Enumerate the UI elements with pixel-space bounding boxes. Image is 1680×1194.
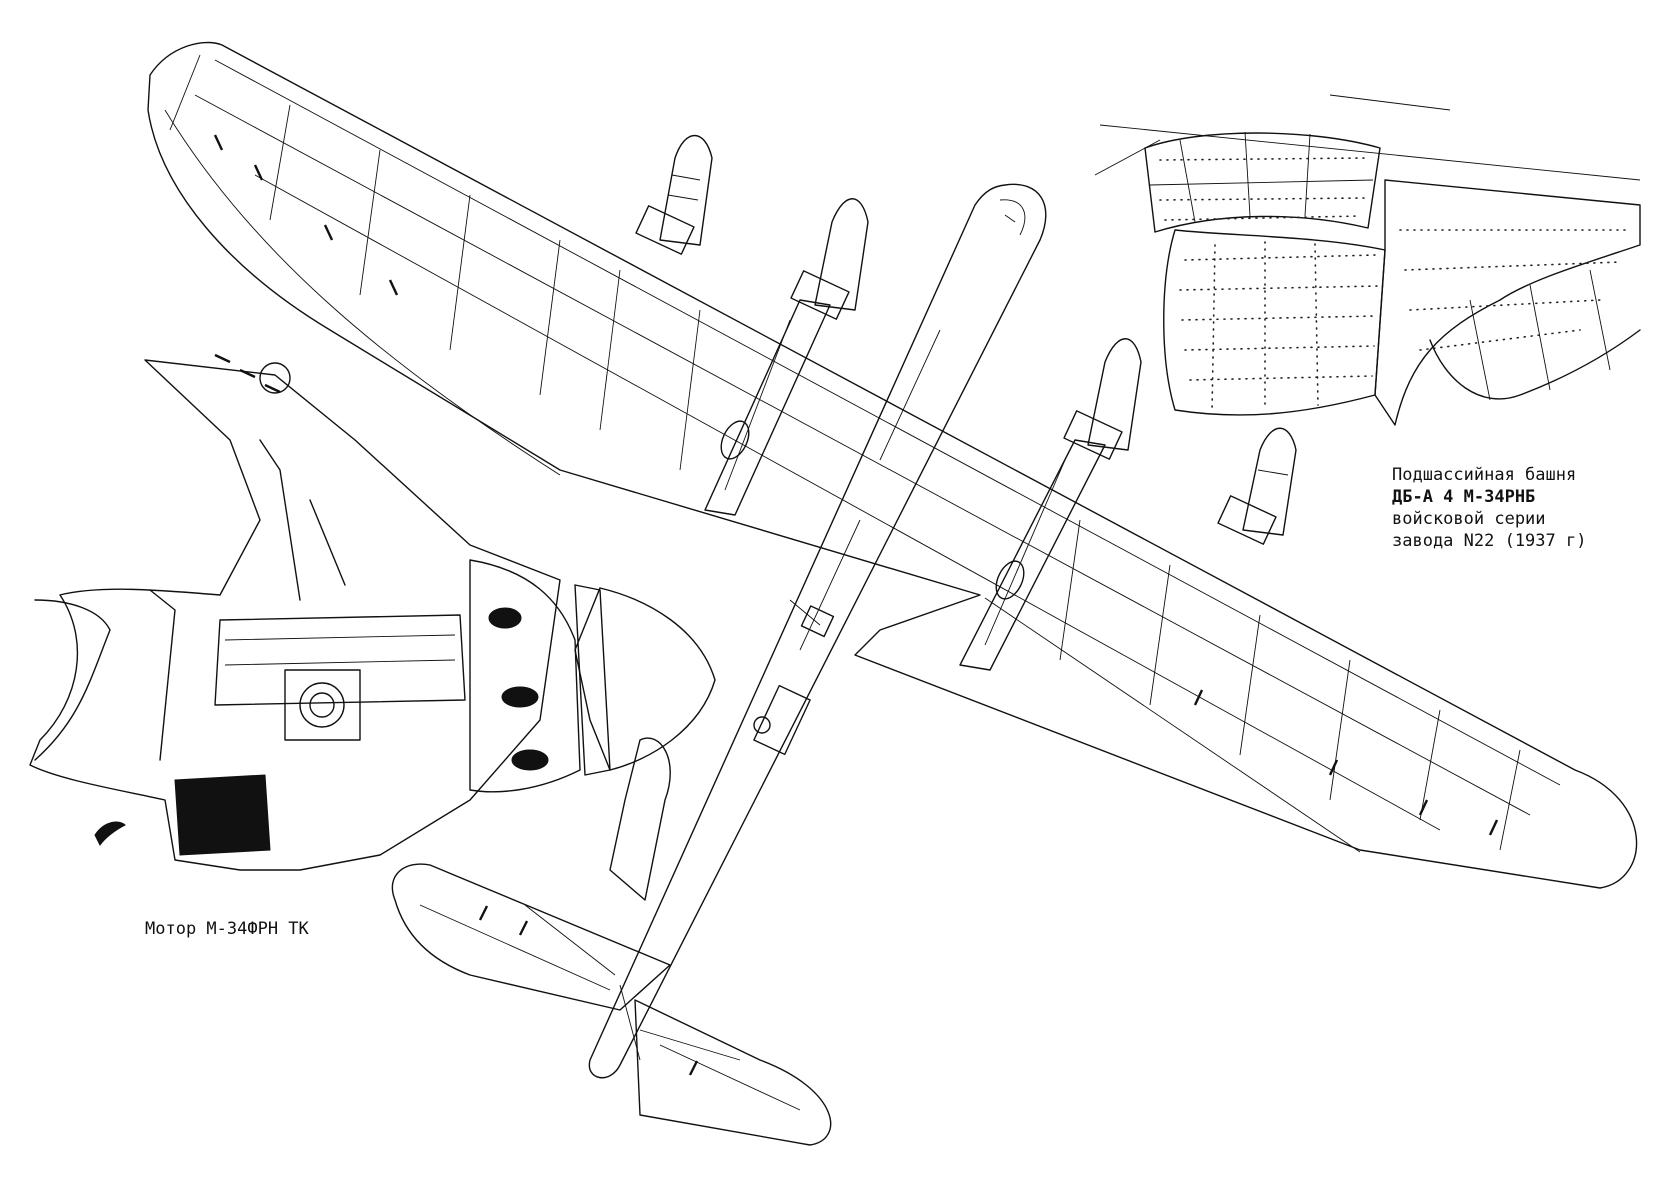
tailplane — [391, 863, 832, 1146]
turret-caption-line2: ДБ-А 4 М-34РНБ — [1392, 487, 1536, 507]
engine-cutaway — [29, 353, 716, 901]
turret-caption: Подшассийная башня ДБ-А 4 М-34РНБ войско… — [1392, 464, 1586, 552]
engine-nacelles — [635, 134, 1297, 671]
turret-caption-line4: завода N22 (1937 г) — [1392, 531, 1587, 551]
turret-inset — [1094, 94, 1641, 426]
turret-caption-line3: войсковой серии — [1392, 509, 1546, 529]
turret-caption-line1: Подшассийная башня — [1392, 465, 1577, 485]
engine-caption: Мотор М-34ФРН ТК — [145, 919, 309, 939]
